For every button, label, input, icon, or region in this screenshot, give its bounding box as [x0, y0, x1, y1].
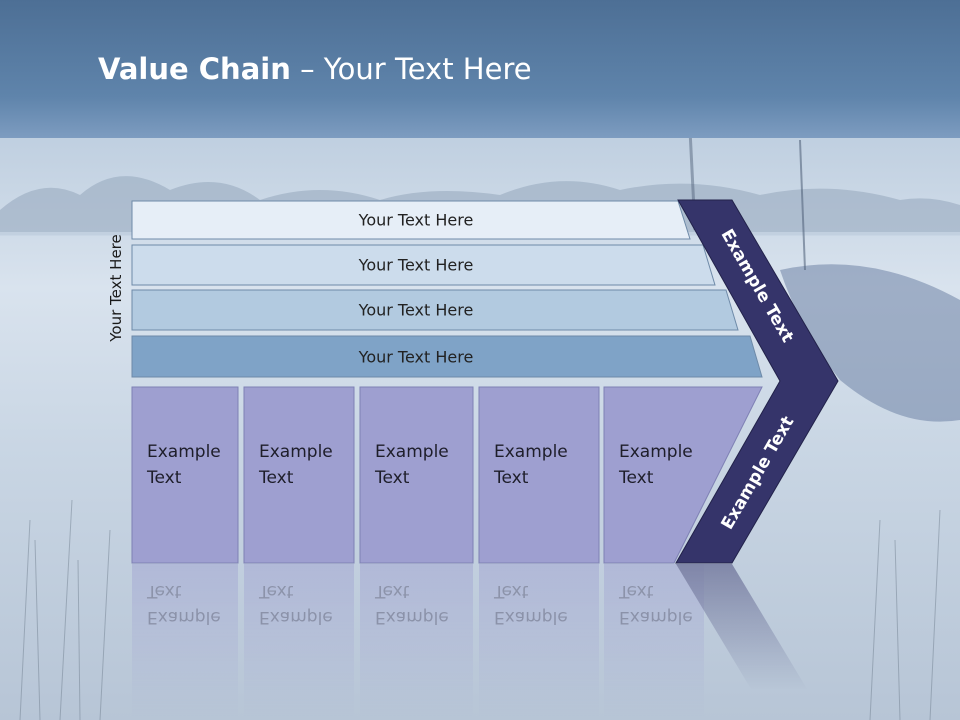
reflection-label: Example Text	[494, 578, 568, 630]
support-bar-2	[131, 244, 716, 286]
support-bar-label: Your Text Here	[358, 300, 474, 320]
reflection-content: Example Text Example Text Example Text Exam…	[0, 564, 960, 720]
reflection-label: Example Text	[375, 578, 449, 630]
reflection-label: Example Text	[619, 578, 693, 630]
reflection-label-line2: Text	[375, 581, 410, 601]
activity-label-line2: Text	[619, 468, 654, 488]
activity-label-line2: Text	[259, 468, 294, 488]
support-bar-3	[131, 289, 739, 331]
reflection-label-line2: Text	[147, 581, 182, 601]
margin-chevron	[675, 199, 839, 564]
activity-label-line1: Example	[375, 442, 449, 462]
support-bar-4	[131, 335, 763, 378]
reflection-label-line2: Text	[619, 581, 654, 601]
activity-label-line1: Example	[147, 442, 221, 462]
activity-label-line2: Text	[375, 468, 410, 488]
support-bar-1	[131, 200, 691, 240]
activity-column-4	[478, 386, 600, 564]
activity-label-line2: Text	[494, 468, 529, 488]
title-banner	[0, 0, 960, 138]
activity-column-3	[359, 386, 474, 564]
reflection-label: Example Text	[147, 578, 221, 630]
activity-column-1	[131, 386, 239, 564]
activity-column-2	[243, 386, 355, 564]
support-bar-label: Your Text Here	[358, 255, 474, 275]
slide-title: Value Chain – Your Text Here	[98, 52, 532, 86]
reflection-label-line2: Text	[259, 581, 294, 601]
title-rest: – Your Text Here	[290, 52, 532, 86]
reflection-label-line2: Text	[494, 581, 529, 601]
activity-label-line2: Text	[147, 468, 182, 488]
title-bold: Value Chain	[98, 52, 291, 86]
diagram-reflection: Example Text Example Text Example Text Exam…	[0, 564, 960, 720]
activity-label-line1: Example	[259, 442, 333, 462]
support-bar-label: Your Text Here	[358, 347, 474, 366]
activity-label-line1: Example	[619, 442, 693, 462]
activity-label-line1: Example	[494, 442, 568, 462]
reflection-label: Example Text	[259, 578, 333, 630]
activity-column-5	[603, 386, 763, 564]
support-bar-label: Your Text Here	[358, 210, 474, 230]
